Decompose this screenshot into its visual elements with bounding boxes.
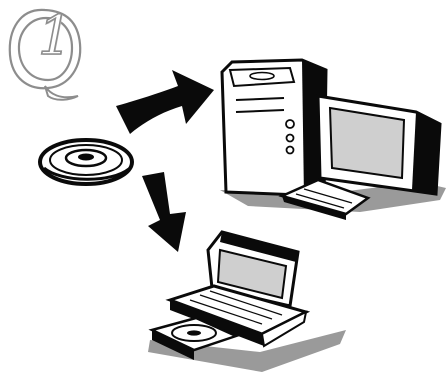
- cd-disc: [40, 140, 132, 184]
- desktop-computer: [220, 60, 446, 220]
- step-number: 1: [20, 6, 90, 66]
- laptop-with-cd-drive: [148, 232, 346, 372]
- monitor-screen: [330, 108, 404, 178]
- arrow-to-laptop: [142, 172, 186, 252]
- arrow-to-desktop: [116, 70, 214, 134]
